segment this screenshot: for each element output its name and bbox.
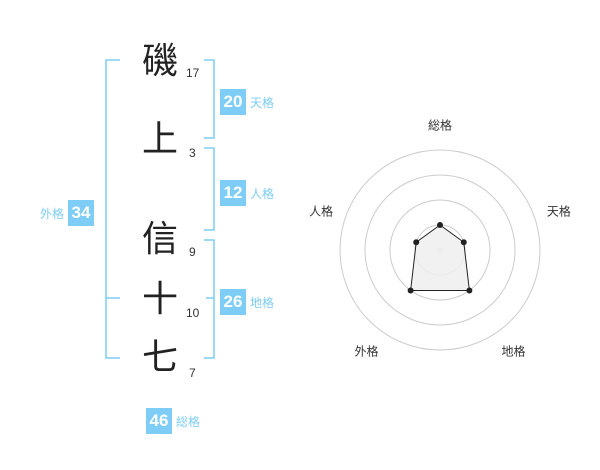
radar-point-5 bbox=[413, 239, 420, 246]
radar-axis-label-2: 天格 bbox=[546, 204, 571, 219]
stroke-count-3: 9 bbox=[189, 245, 196, 259]
soukaku-value: 46 bbox=[146, 408, 172, 434]
tenkaku-bracket bbox=[204, 59, 215, 139]
radar-point-3 bbox=[466, 287, 473, 294]
gaikaku-badge: 外格 34 bbox=[40, 200, 95, 226]
name-char-4: 十 bbox=[141, 279, 178, 320]
radar-point-2 bbox=[460, 239, 467, 246]
soukaku-label: 総格 bbox=[176, 414, 201, 429]
radar-axis-label-3: 地格 bbox=[501, 344, 526, 359]
soukaku-badge: 46 総格 bbox=[146, 408, 200, 434]
radar-axis-label-5: 人格 bbox=[309, 204, 334, 219]
tenkaku-badge: 20 天格 bbox=[220, 89, 274, 115]
stroke-count-4: 10 bbox=[186, 306, 200, 320]
name-char-5: 七 bbox=[141, 337, 178, 378]
radar-chart bbox=[339, 149, 541, 351]
name-char-2: 上 bbox=[141, 119, 178, 160]
stroke-count-2: 3 bbox=[189, 146, 196, 160]
tenkaku-value: 20 bbox=[220, 89, 246, 115]
radar-point-1 bbox=[437, 222, 443, 228]
jinkaku-bracket bbox=[204, 147, 215, 231]
gaikaku-value: 34 bbox=[68, 200, 95, 226]
chikaku-bracket bbox=[204, 239, 215, 359]
gaikaku-label: 外格 bbox=[40, 206, 65, 221]
radar-point-4 bbox=[407, 287, 414, 294]
jinkaku-badge: 12 人格 bbox=[220, 180, 274, 206]
chikaku-value: 26 bbox=[220, 289, 246, 315]
chikaku-badge: 26 地格 bbox=[220, 289, 274, 315]
tenkaku-label: 天格 bbox=[250, 95, 275, 110]
jinkaku-label: 人格 bbox=[250, 186, 275, 201]
radar-axis-label-4: 外格 bbox=[354, 344, 379, 359]
radar-axis-label-1: 総格 bbox=[427, 118, 453, 133]
stroke-count-5: 7 bbox=[189, 366, 196, 380]
radar-ring-4 bbox=[339, 149, 541, 351]
name-char-1: 磯 bbox=[141, 41, 178, 82]
radar-polygon bbox=[410, 224, 470, 291]
radar-ring-3 bbox=[364, 174, 516, 326]
gaikaku-bracket bbox=[105, 59, 120, 359]
radar-ring-2 bbox=[389, 199, 491, 301]
name-char-3: 信 bbox=[141, 219, 178, 260]
chikaku-label: 地格 bbox=[250, 295, 275, 310]
stroke-count-1: 17 bbox=[186, 66, 200, 80]
jinkaku-value: 12 bbox=[220, 180, 246, 206]
